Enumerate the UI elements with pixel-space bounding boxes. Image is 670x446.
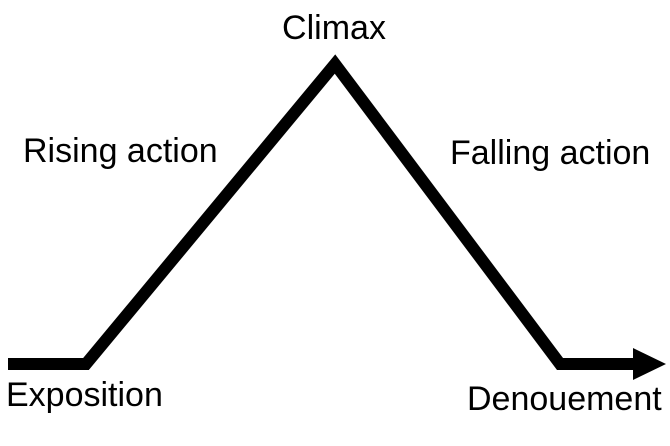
story-arc-line xyxy=(8,54,642,370)
climax-label: Climax xyxy=(282,9,386,47)
falling-action-label: Falling action xyxy=(450,134,651,172)
exposition-label: Exposition xyxy=(6,376,163,414)
rising-action-label: Rising action xyxy=(23,132,218,170)
arrowhead-icon xyxy=(633,348,666,380)
denouement-label: Denouement xyxy=(467,380,662,418)
